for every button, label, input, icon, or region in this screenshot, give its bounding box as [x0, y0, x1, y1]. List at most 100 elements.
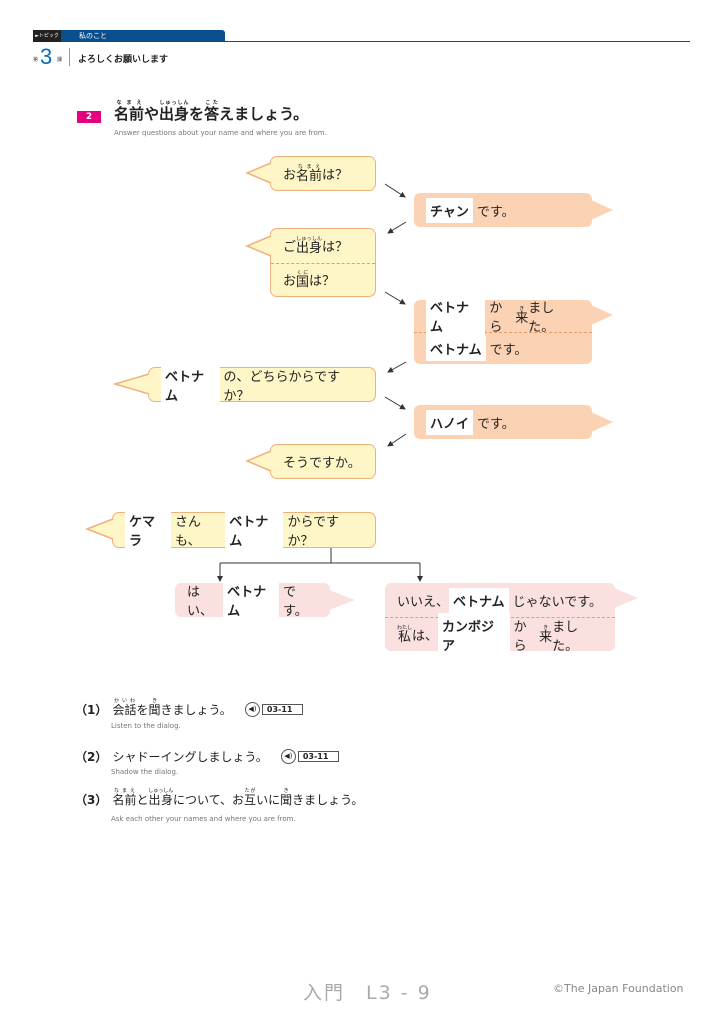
copyright: ©The Japan Foundation [553, 982, 684, 995]
text-segment: きましょう。 [160, 703, 232, 717]
tail-a-yes [329, 590, 355, 610]
furigana: なまえ [112, 788, 137, 794]
text-segment: です。 [489, 343, 528, 358]
exercise-number: （3） [75, 793, 108, 807]
arrow [384, 183, 406, 198]
text-segment: を [136, 703, 149, 717]
highlight-word: ベトナム [449, 587, 509, 613]
bubble-answer-origin: ベトナムから来きました。ベトナムです。 [414, 294, 592, 364]
text-segment: から [513, 619, 527, 654]
text-segment: 名前なまえ [112, 788, 137, 807]
text-segment: 互たが [244, 788, 257, 807]
highlight-word: ベトナム [426, 294, 486, 338]
highlight-word: ケマラ [125, 508, 171, 552]
bubble-answer-no: いいえ、ベトナムじゃないです。私わたしは、カンボジアから来きました。 [385, 583, 615, 657]
text-segment: お [283, 274, 297, 290]
section-title: 名前なまえや出身しゅっしんを答こたえましょう。 [114, 100, 308, 124]
tail-a-origin [591, 305, 613, 325]
audio-button[interactable]: ◀)03-11 [280, 749, 340, 764]
tail-q-origin [245, 235, 272, 257]
highlight-word: ハノイ [426, 409, 474, 435]
furigana: たが [244, 788, 257, 794]
exercise-3: （3） 名前なまえと出身しゅっしんについて、お互たがいに聞ききましょう。 [75, 788, 363, 808]
furigana: しゅっしん [148, 788, 174, 794]
text-segment: 出身しゅっしん [159, 100, 190, 123]
tail-a-no [614, 588, 638, 608]
text-segment: 来き [515, 306, 529, 326]
text-segment: や [144, 105, 160, 123]
tail-q-where [112, 373, 150, 395]
bubble-line: お国くには？ [271, 262, 375, 297]
arrow [384, 396, 406, 410]
furigana: き [515, 306, 529, 312]
section-badge: 2 [77, 111, 101, 123]
text-segment: 答こた [204, 100, 220, 123]
text-segment: シャドーイングしましょう。 [112, 750, 268, 764]
text-segment: の、どちらからですか？ [223, 369, 341, 404]
page-number: 入門 L3 - 9 [303, 982, 432, 1004]
tail-q-reply [245, 450, 272, 472]
text-segment: いいえ、 [397, 594, 450, 610]
lesson-title: よろしくお願いします [78, 55, 169, 65]
text-segment: です。 [476, 204, 515, 220]
text-segment: は、 [412, 629, 439, 644]
exercise-2-subtitle: Shadow the dialog. [111, 768, 179, 776]
text-segment: 会話かいわ [112, 698, 137, 717]
text-segment: 私わたし [397, 624, 413, 645]
exercise-text: 名前なまえと出身しゅっしんについて、お互たがいに聞ききましょう。 [112, 788, 364, 807]
bubble-line: チャンです。 [414, 193, 592, 227]
arrow [387, 361, 407, 373]
text-segment: ました。 [528, 301, 555, 335]
bubble-line: 私わたしは、カンボジアから来きました。 [385, 612, 615, 657]
furigana: き [280, 788, 293, 794]
highlight-word: ベトナム [161, 362, 220, 407]
bubble-line: ケマラさんも、ベトナムからですか？ [113, 508, 375, 552]
text-segment: ました。 [552, 619, 579, 654]
bubble-line: お名前なまえは？ [271, 157, 375, 190]
exercise-1-subtitle: Listen to the dialog. [111, 722, 181, 730]
tail-q-kemara [84, 518, 114, 540]
highlight-word: ベトナム [225, 508, 284, 552]
text-segment: から [489, 301, 503, 335]
lesson-separator [69, 48, 70, 66]
arrow [387, 433, 407, 447]
highlight-word: カンボジア [438, 612, 510, 657]
bubble-line: はい、ベトナムです。 [175, 578, 330, 622]
header-rule [225, 41, 690, 42]
lesson-suffix: 課 [57, 57, 63, 63]
furigana: わたし [397, 624, 413, 631]
text-segment: です。 [283, 585, 308, 619]
branch-connector [220, 548, 420, 564]
speaker-icon: ◀) [244, 702, 260, 717]
text-segment: じゃないです。 [512, 594, 602, 610]
text-segment: はい、 [187, 585, 214, 619]
text-segment: 名前なまえ [114, 100, 145, 123]
bubble-question-origin: ご出身しゅっしんは？お国くには？ [270, 228, 376, 297]
furigana: こた [204, 100, 220, 106]
audio-button[interactable]: ◀)03-11 [244, 702, 304, 717]
speaker-icon: ◀) [280, 749, 296, 764]
text-segment: は？ [322, 240, 349, 256]
text-segment: お [283, 168, 297, 183]
text-segment: えましょう。 [219, 105, 309, 123]
bubble-question-kemara: ケマラさんも、ベトナムからですか？ [112, 508, 376, 552]
exercise-text: シャドーイングしましょう。 [112, 750, 267, 764]
text-segment: と [136, 793, 149, 807]
bubble-answer-name: チャンです。 [414, 193, 592, 227]
furigana: しゅっしん [159, 100, 190, 106]
text-segment: そうですか。 [283, 456, 361, 471]
bubble-line: ベトナムから来きました。 [414, 294, 592, 338]
tail-q-name [245, 162, 272, 184]
text-segment: ご [283, 240, 297, 256]
text-segment: 来き [539, 624, 553, 645]
text-segment: 名前なまえ [296, 163, 323, 184]
audio-track: 03-11 [297, 751, 340, 762]
text-segment: きましょう。 [292, 793, 364, 807]
text-segment: 国くに [296, 269, 310, 290]
bubble-answer-where: ハノイです。 [414, 405, 592, 439]
topic-tag: ►トピック [33, 30, 61, 42]
bubble-line: ベトナムの、どちらからですか？ [149, 362, 375, 407]
exercise-3-subtitle: Ask each other your names and where you … [111, 815, 296, 823]
bubble-reply: そうですか。 [270, 444, 376, 479]
